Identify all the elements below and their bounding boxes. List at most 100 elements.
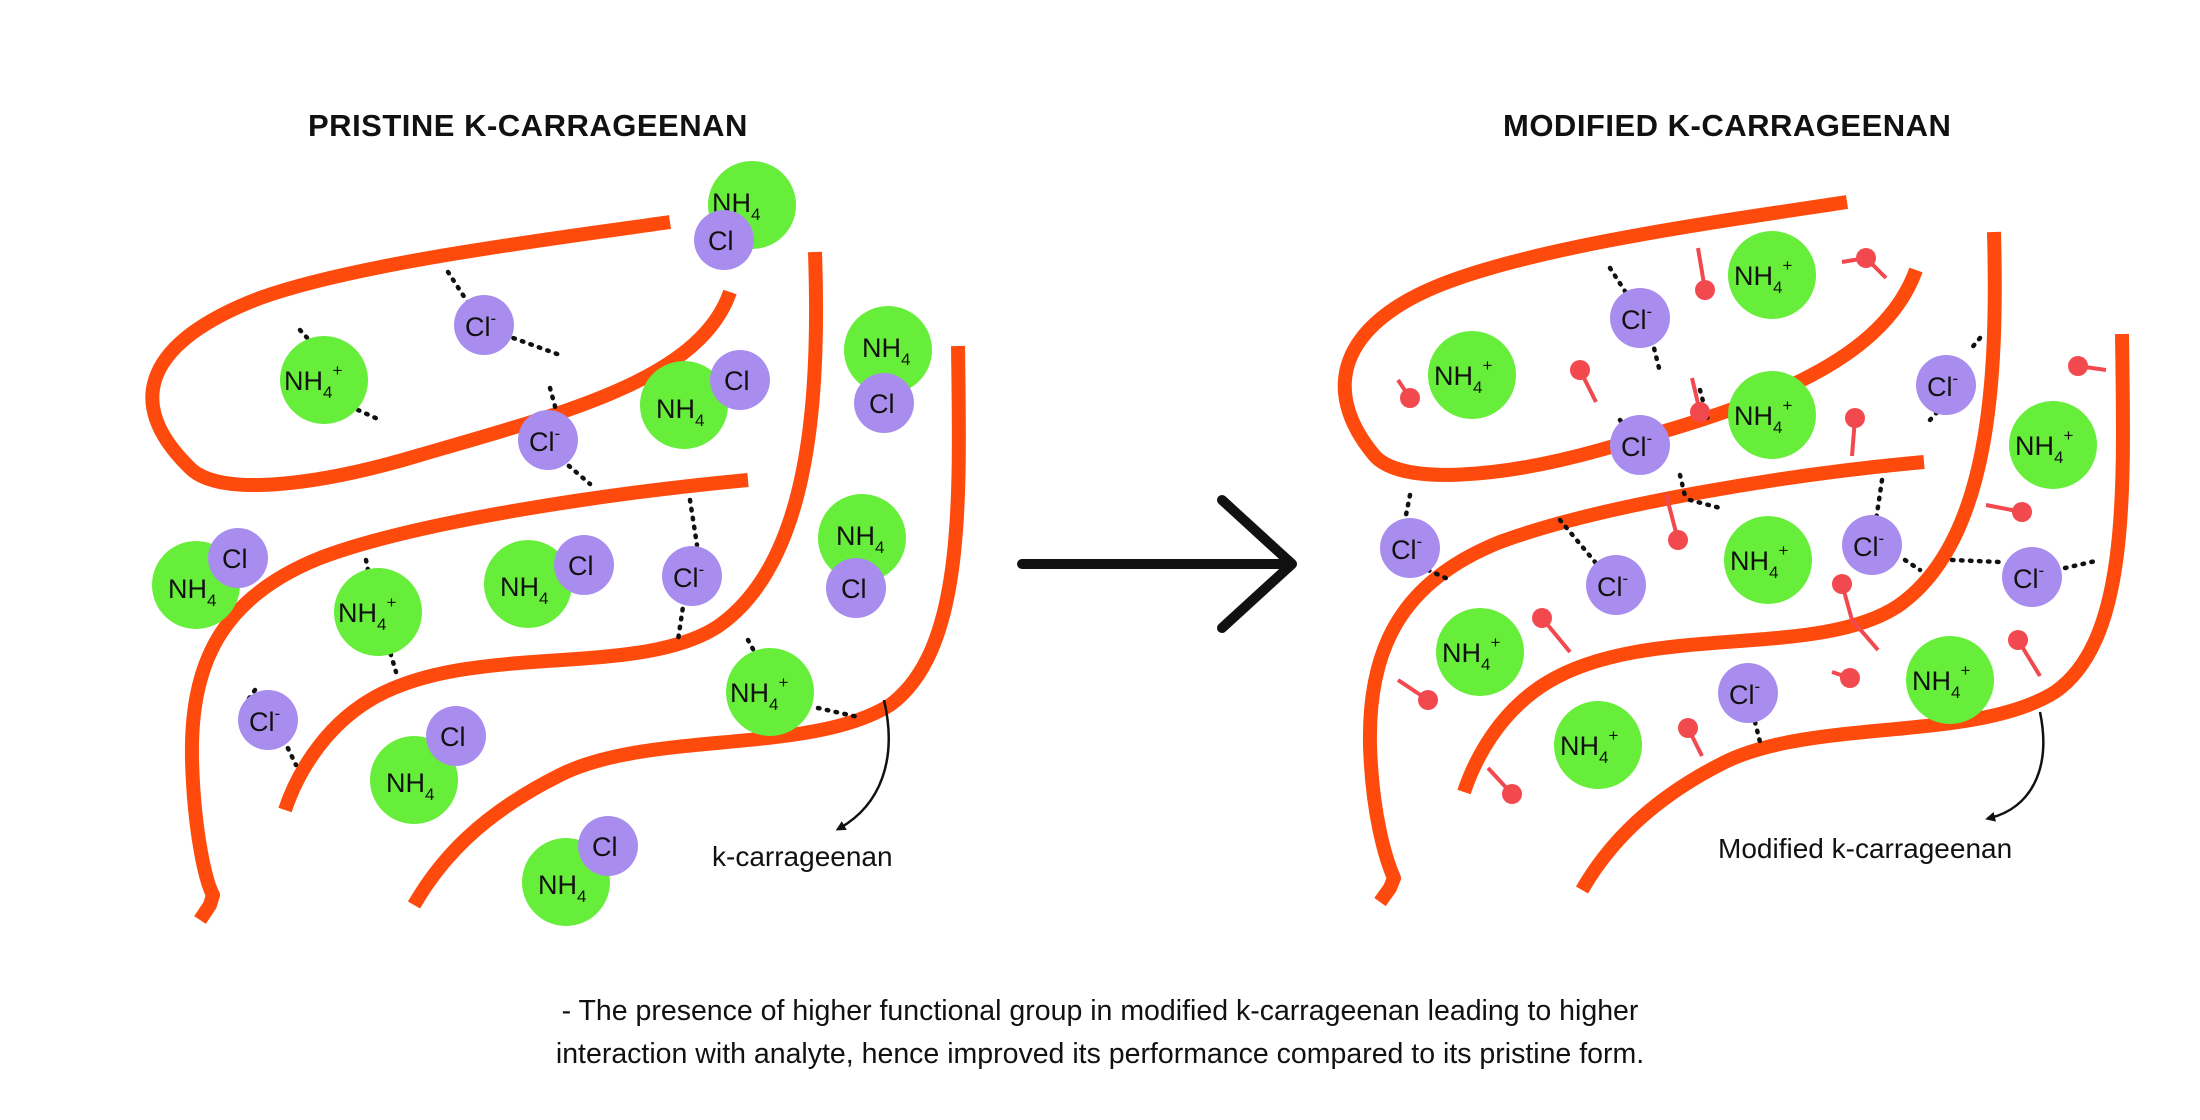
svg-text:NH4+: NH4+ (284, 361, 342, 402)
hbond (1607, 265, 1635, 305)
ammonium-ion: NH4+ (726, 648, 814, 736)
chloride-ion: Cl- (1610, 415, 1670, 475)
ammonium-ion: NH4+ (1728, 231, 1816, 319)
pristine-panel: NH4 Cl NH4+ Cl- Cl- NH4 Cl NH4 Cl (145, 161, 966, 926)
caption-line-1: - The presence of higher functional grou… (561, 995, 1639, 1027)
svg-text:NH4+: NH4+ (2015, 426, 2073, 467)
chloride-ion: Cl- (1916, 355, 1976, 415)
ammonium-ion: NH4+ (1436, 608, 1524, 696)
svg-text:NH4: NH4 (386, 768, 434, 804)
svg-text:NH4+: NH4+ (1734, 396, 1792, 437)
hbond (675, 597, 687, 643)
ammonium-ion: NH4+ (1906, 636, 1994, 724)
svg-text:NH4: NH4 (168, 574, 216, 610)
hbond (1425, 567, 1453, 583)
svg-text:Cl-: Cl- (1729, 677, 1760, 710)
hbond (1402, 492, 1413, 523)
svg-text:Cl-: Cl- (1927, 369, 1958, 402)
modified-chain-middle-b (1457, 231, 2002, 795)
svg-text:Cl-: Cl- (529, 424, 560, 457)
svg-text:Cl-: Cl- (465, 309, 496, 342)
ion-pair-nh4cl: NH4 Cl (844, 306, 932, 433)
chain-middle-b (278, 251, 824, 813)
hbond (1873, 477, 1885, 523)
label-pointer-arrow (1985, 711, 2045, 822)
hbond (1649, 337, 1663, 375)
chloride-ion: Cl- (1380, 518, 1440, 578)
svg-text:Cl-: Cl- (1621, 302, 1652, 335)
ammonium-ion: NH4+ (1724, 516, 1812, 604)
chloride-ion: Cl- (1610, 288, 1670, 348)
ion-pair-nh4cl: NH4 Cl (694, 161, 796, 270)
label-pointer-arrow (835, 699, 890, 831)
chloride-ion: Cl- (238, 690, 298, 750)
svg-text:Cl: Cl (708, 226, 734, 256)
svg-text:NH4: NH4 (500, 572, 548, 608)
caption: - The presence of higher functional grou… (0, 990, 2200, 1076)
svg-text:Cl: Cl (592, 832, 618, 862)
svg-text:NH4: NH4 (656, 394, 704, 430)
ion-pair-nh4cl: NH4 Cl (640, 350, 770, 449)
svg-text:Cl-: Cl- (1853, 529, 1884, 562)
hbond (1557, 517, 1603, 571)
modified-chain-outer (1575, 333, 2130, 894)
svg-text:NH4+: NH4+ (1560, 726, 1618, 767)
svg-text:NH4: NH4 (538, 870, 586, 906)
ion-pair-nh4cl: NH4 Cl (522, 816, 638, 926)
svg-text:Cl-: Cl- (249, 704, 280, 737)
svg-text:Cl-: Cl- (1597, 569, 1628, 602)
ammonium-ion: NH4+ (1554, 701, 1642, 789)
svg-text:NH4+: NH4+ (1734, 256, 1792, 297)
hbond (687, 497, 700, 548)
modified-chain-label: Modified k-carrageenan (1718, 833, 2012, 864)
modified-chain-middle-a (1362, 455, 1925, 907)
hbond (1687, 497, 1723, 511)
svg-text:NH4+: NH4+ (1730, 541, 1788, 582)
svg-text:NH4+: NH4+ (1434, 356, 1492, 397)
svg-text:Cl: Cl (869, 389, 895, 419)
hbond (1902, 557, 1923, 573)
hbond (2062, 557, 2103, 571)
hbond (355, 407, 383, 423)
ammonium-ion: NH4+ (2009, 401, 2097, 489)
ammonium-ion: NH4+ (1728, 371, 1816, 459)
modified-title: MODIFIED K-CARRAGEENAN (1503, 108, 1952, 143)
hbond (502, 332, 563, 358)
hbond (559, 457, 593, 487)
chain-middle-a (184, 473, 749, 924)
hbond (1677, 472, 1689, 503)
svg-text:Cl: Cl (841, 574, 867, 604)
modified-panel: NH4+ NH4+ NH4+ NH4+ NH4+ NH4+ NH4+ NH4+ (1337, 195, 2130, 907)
chain-label: k-carrageenan (712, 841, 893, 872)
svg-text:Cl-: Cl- (1391, 532, 1422, 565)
chloride-ion: Cl- (454, 295, 514, 355)
hbond (1949, 557, 2003, 565)
chloride-ion: Cl- (662, 546, 722, 606)
chloride-ion: Cl- (1842, 515, 1902, 575)
chloride-ion: Cl- (2002, 547, 2062, 607)
ion-pair-nh4cl: NH4 Cl (818, 494, 906, 618)
ammonium-ion: NH4+ (280, 336, 368, 424)
svg-text:Cl: Cl (440, 722, 466, 752)
ammonium-ion: NH4+ (334, 568, 422, 656)
chain-loop (145, 215, 737, 492)
svg-text:NH4+: NH4+ (1912, 661, 1970, 702)
svg-text:NH4: NH4 (836, 521, 884, 557)
ion-pair-nh4cl: NH4 Cl (370, 706, 486, 824)
svg-text:Cl-: Cl- (2013, 561, 2044, 594)
hbond (1967, 335, 1983, 353)
hbond (547, 385, 559, 413)
transformation-arrow (1017, 495, 1297, 633)
svg-text:NH4+: NH4+ (338, 593, 396, 634)
pristine-title: PRISTINE K-CARRAGEENAN (308, 108, 748, 143)
caption-line-2: interaction with analyte, hence improved… (555, 1038, 1645, 1070)
ion-pair-nh4cl: NH4 Cl (484, 535, 614, 628)
svg-text:Cl: Cl (568, 551, 594, 581)
ammonium-ion: NH4+ (1428, 331, 1516, 419)
svg-text:NH4+: NH4+ (1442, 633, 1500, 674)
svg-text:Cl: Cl (724, 366, 750, 396)
hbond (1752, 719, 1763, 745)
chain-outer (407, 345, 966, 909)
svg-text:Cl-: Cl- (1621, 429, 1652, 462)
